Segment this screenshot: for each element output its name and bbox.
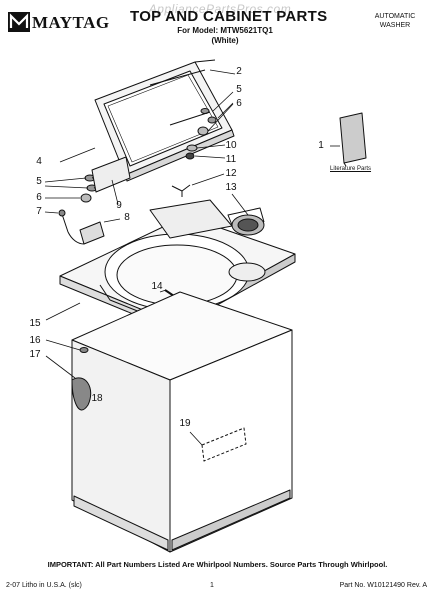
- callout-18: 18: [91, 393, 103, 404]
- callout-5: 5: [236, 84, 242, 95]
- product-line-2: WASHER: [379, 22, 411, 29]
- lid-assembly: [94, 59, 235, 182]
- top-panel: [59, 199, 296, 331]
- callout-6b: 6: [36, 192, 42, 203]
- callout-7: 7: [36, 206, 42, 217]
- model-line: For Model: MTW5621TQ1: [177, 26, 273, 35]
- callout-9: 9: [116, 200, 122, 211]
- brand-name: MAYTAG: [32, 13, 110, 32]
- callout-14: 14: [151, 281, 163, 292]
- callout-1: 1: [318, 140, 324, 151]
- callout-6: 6: [236, 98, 242, 109]
- footer-note: IMPORTANT: All Part Numbers Listed Are W…: [47, 560, 388, 569]
- maytag-logo: MAYTAG: [8, 10, 126, 34]
- bleach-dispenser: [227, 207, 265, 236]
- callout-13: 13: [225, 182, 237, 193]
- part-number: Part No. W10121490 Rev. A: [339, 582, 427, 589]
- callout-5b: 5: [36, 176, 42, 187]
- lid-switch-parts: [58, 156, 131, 245]
- color-line: (White): [211, 36, 239, 45]
- cabinet: [71, 291, 293, 553]
- product-type: AUTOMATIC WASHER: [360, 12, 430, 30]
- callout-11: 11: [225, 154, 237, 165]
- callout-19: 19: [179, 418, 191, 429]
- leader-lines: [44, 69, 340, 446]
- literature-parts-label: Literature Parts: [330, 166, 372, 172]
- maytag-m-icon: [8, 12, 30, 32]
- callout-17: 17: [29, 349, 41, 360]
- page-title: TOP AND CABINET PARTS: [130, 8, 328, 25]
- page-number: 1: [210, 582, 214, 589]
- callout-2: 2: [236, 66, 242, 77]
- callout-15: 15: [29, 318, 41, 329]
- product-line-1: AUTOMATIC: [374, 13, 416, 20]
- callout-16: 16: [29, 335, 41, 346]
- watermark-text: AppliancePartsPros.com: [148, 2, 292, 16]
- model-info: For Model: MTW5621TQ1 (White): [140, 26, 310, 46]
- callout-10: 10: [225, 140, 237, 151]
- callout-4: 4: [36, 156, 42, 167]
- callout-8: 8: [124, 212, 130, 223]
- callout-12: 12: [225, 168, 237, 179]
- footer-print-info: 2-07 Litho in U.S.A. (slc): [6, 582, 82, 589]
